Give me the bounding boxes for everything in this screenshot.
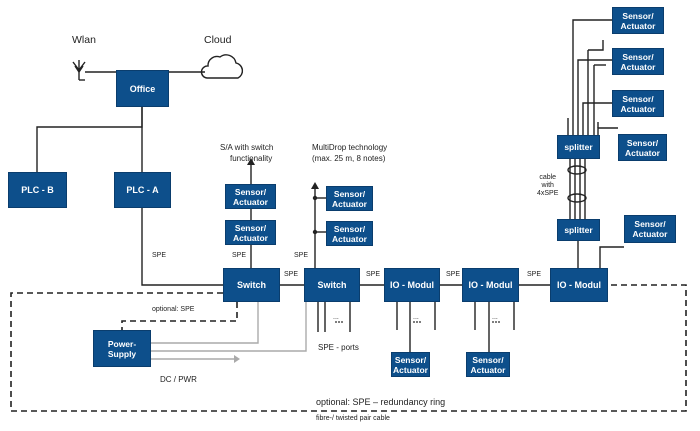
sensor-actuator-io2: Sensor/ Actuator [466,352,510,377]
sensor-line1: Sensor/ [634,219,666,229]
redundancy-ring-label: optional: SPE – redundancy ring [316,397,446,407]
redundancy-ring [10,284,687,412]
splitter-top-node: splitter [557,135,600,159]
sensor-line2: Actuator [233,232,268,243]
pwr-line-1 [151,302,259,344]
sensor-line2: Actuator [620,61,656,72]
spe-label-bus-3: SPE [446,271,461,278]
switch-1-node: Switch [223,268,280,302]
spe-label-bus-1: SPE [284,271,299,278]
io-module-3-node: IO - Modul [550,268,608,302]
dc-pwr-label: DC / PWR [160,375,197,384]
sensor-actuator-top-2: Sensor/ Actuator [612,48,664,75]
fibre-cable-label: fibre-/ twisted pair cable [316,415,390,422]
sensor-line1: Sensor/ [333,223,366,234]
sensor-line1: Sensor/ [333,188,366,199]
sa-switch-line2: functionality [230,154,273,163]
sensor-line1: Sensor/ [234,186,267,197]
cable-label: cable with 4xSPE [537,174,558,198]
power-supply-node: Power- Supply [93,330,151,367]
sensor-line1: Sensor/ [394,354,427,365]
ellipsis-io2: ... [492,314,498,321]
spe-label-bus-2: SPE [366,271,381,278]
sensor-actuator-io3: Sensor/ Actuator [624,215,676,243]
spe-ports-label: SPE - ports [318,343,359,352]
sensor-line2: Actuator [233,196,268,207]
ellipsis-io1: ... [413,314,419,321]
sensor-line2: Actuator [620,103,656,114]
spe-label-sa: SPE [232,252,247,259]
sensor-actuator-sa-top: Sensor/ Actuator [225,184,276,209]
sensor-line1: Sensor/ [622,10,654,21]
cable-line2: with [541,182,554,189]
cable-line1: cable [539,174,557,181]
sensor-line2: Actuator [625,147,660,158]
sensor-actuator-md-top: Sensor/ Actuator [326,186,373,211]
sensor-actuator-top-1: Sensor/ Actuator [612,7,664,34]
sensor-line2: Actuator [393,364,428,375]
plc-a-node: PLC - A [114,172,171,208]
sensor-line2: Actuator [470,364,506,375]
multidrop-line1: MultiDrop technology [312,143,388,152]
switch-2-node: Switch [304,268,360,302]
office-plcb-line [36,107,143,172]
multidrop-label: MultiDrop technology (max. 25 m, 8 notes… [312,142,387,164]
sensor-actuator-io1: Sensor/ Actuator [391,352,430,377]
cable-line3: 4xSPE [537,190,559,197]
sensor-line2: Actuator [632,229,668,239]
cloud-label: Cloud [204,34,232,46]
pwr-line-2 [151,302,307,352]
power-supply-line1: Power- [107,338,137,349]
spe-label-md: SPE [294,252,309,259]
sensor-actuator-top-3: Sensor/ Actuator [612,90,664,117]
antenna-icon [72,60,86,80]
sensor-line1: Sensor/ [622,93,654,104]
sa-switch-label: S/A with switch functionality [220,142,273,164]
optional-spe-label: optional: SPE [152,306,195,313]
sensor-line1: Sensor/ [234,222,267,233]
sensor-actuator-top-4: Sensor/ Actuator [618,134,667,161]
io-module-2-node: IO - Modul [462,268,519,302]
plca-switch-line [141,207,223,286]
power-supply-line2: Supply [107,348,137,359]
sensor-line2: Actuator [332,198,367,209]
sensor-line1: Sensor/ [472,354,504,365]
sensor-actuator-md-bottom: Sensor/ Actuator [326,221,373,246]
sensor-line2: Actuator [620,20,656,31]
sensor-line2: Actuator [332,233,367,244]
io-module-1-node: IO - Modul [384,268,440,302]
multidrop-line2: (max. 25 m, 8 notes) [312,154,386,163]
office-node: Office [116,70,169,107]
cloud-icon [200,54,244,79]
spe-label-plc: SPE [152,252,167,259]
spe-label-bus-4: SPE [527,271,542,278]
sensor-line1: Sensor/ [626,137,659,148]
sensor-line1: Sensor/ [622,51,654,62]
ellipsis-switch: ... [333,314,339,321]
wlan-label: Wlan [72,34,96,46]
sensor-actuator-sa-bottom: Sensor/ Actuator [225,220,276,245]
splitter-bottom-node: splitter [557,219,600,241]
sa-switch-line1: S/A with switch [220,143,274,152]
plc-b-node: PLC - B [8,172,67,208]
